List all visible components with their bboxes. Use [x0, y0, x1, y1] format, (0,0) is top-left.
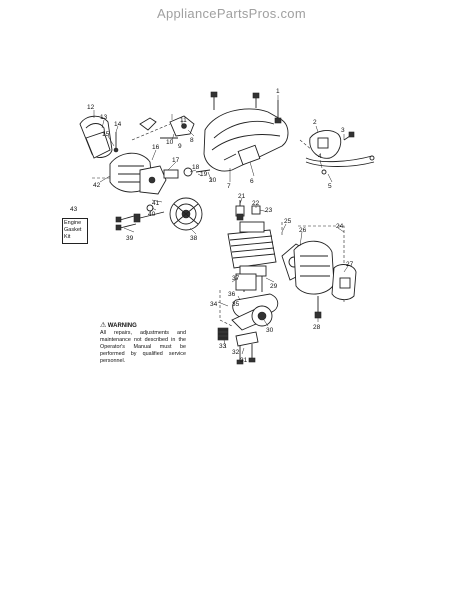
muffler	[281, 225, 357, 319]
callout-13: 13	[100, 114, 108, 121]
carburetor-assembly	[92, 152, 211, 195]
kit-line-3: Kit	[64, 234, 71, 240]
callout-19: 19	[200, 171, 208, 178]
cylinder	[227, 221, 277, 292]
callout-3: 3	[341, 127, 345, 134]
callout-2: 2	[313, 119, 317, 126]
callout-32: 32	[232, 349, 240, 356]
cover-bolts	[210, 91, 282, 124]
callout-6: 6	[250, 178, 254, 185]
handle-bracket	[79, 115, 119, 159]
callout-5: 5	[328, 183, 332, 190]
callout-24: 24	[336, 223, 344, 230]
bolts-39	[115, 215, 137, 231]
callout-12: 12	[87, 104, 95, 111]
callouts: 1 2 3 4 5 6 7 8 9 10 11 12 13 14 15 16 1…	[87, 88, 354, 364]
callout-36: 36	[228, 291, 236, 298]
callout-7: 7	[227, 183, 231, 190]
callout-30: 30	[266, 327, 274, 334]
callout-9: 9	[178, 143, 182, 150]
callout-38: 38	[190, 235, 198, 242]
warning-note: ⚠ WARNING All repairs, adjustments and m…	[100, 322, 186, 365]
throttle-linkage	[131, 115, 195, 141]
callout-23: 23	[265, 207, 273, 214]
crankshaft-assembly	[217, 273, 279, 365]
callout-41: 41	[152, 200, 160, 207]
callout-17: 17	[172, 157, 180, 164]
callout-27: 27	[346, 261, 354, 268]
ignition-module	[305, 130, 375, 175]
callout-16: 16	[152, 144, 160, 151]
warning-text: All repairs, adjustments and maintenance…	[100, 330, 186, 364]
callout-35: 35	[232, 301, 240, 308]
top-cover	[203, 108, 289, 172]
callout-40: 40	[148, 211, 156, 218]
engine-gasket-kit-box: Engine Gasket Kit	[62, 218, 88, 244]
watermark: AppliancePartsPros.com	[157, 6, 306, 21]
callout-8: 8	[190, 137, 194, 144]
callout-25: 25	[284, 218, 292, 225]
kit-number: 43	[70, 206, 78, 213]
callout-1: 1	[276, 88, 280, 95]
callout-31: 31	[240, 357, 248, 364]
callout-37: 37	[232, 275, 240, 282]
callout-26: 26	[299, 227, 307, 234]
warning-title: WARNING	[107, 323, 137, 329]
callout-20: 20	[209, 177, 217, 184]
callout-22: 22	[252, 200, 260, 207]
callout-21: 21	[238, 193, 246, 200]
callout-14: 14	[114, 121, 122, 128]
callout-28: 28	[313, 324, 321, 331]
callout-29: 29	[270, 283, 278, 290]
leader-lines	[93, 110, 349, 355]
warning-triangle-icon: ⚠	[100, 322, 107, 329]
callout-15: 15	[102, 131, 110, 138]
kit-line-2: Gasket	[64, 227, 82, 233]
callout-11: 11	[180, 117, 187, 124]
callout-18: 18	[192, 164, 200, 171]
kit-line-1: Engine	[64, 220, 82, 226]
callout-10: 10	[166, 139, 174, 146]
filter-plate	[237, 144, 261, 166]
callout-42: 42	[93, 182, 101, 189]
callout-39: 39	[126, 235, 134, 242]
callout-34: 34	[210, 301, 218, 308]
callout-33: 33	[219, 343, 227, 350]
callout-4: 4	[318, 153, 322, 160]
flywheel	[133, 197, 203, 231]
